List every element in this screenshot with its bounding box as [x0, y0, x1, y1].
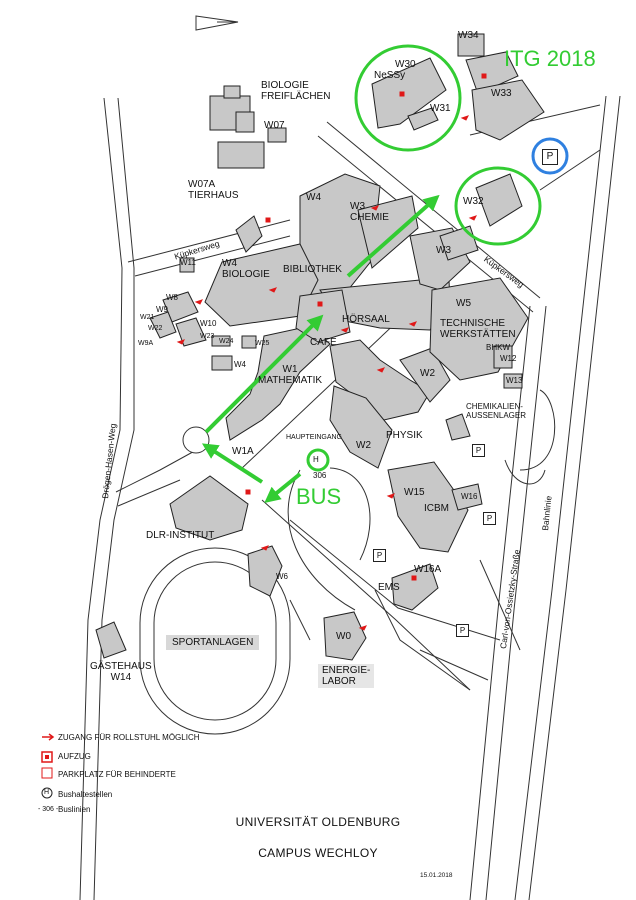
- itg-circle-w32: [454, 166, 542, 246]
- legend-bus-line-symbol: - 306 -: [38, 806, 59, 813]
- legend-icons: [41, 733, 55, 799]
- label-w16a: W16A: [414, 564, 442, 575]
- footer-date: 15.01.2018: [420, 872, 453, 879]
- label-technische-werkstaetten: TECHNISCHE WERKSTÄTTEN: [440, 318, 516, 340]
- label-w31: W31: [430, 103, 451, 114]
- legend-bus-stops: Bushaltestellen: [58, 790, 113, 799]
- legend-bus-stop-symbol: H: [44, 789, 50, 796]
- bus-stop-highlight: [306, 448, 330, 472]
- label-cafe: CAFE: [310, 337, 337, 348]
- itg-highlights: [306, 44, 542, 472]
- parking-icon-itg: P: [542, 149, 558, 165]
- footer-university: UNIVERSITÄT OLDENBURG: [235, 815, 401, 829]
- label-w32: W32: [463, 196, 484, 207]
- label-w6: W6: [276, 572, 288, 581]
- sports-track: [139, 547, 291, 735]
- label-w1a: W1A: [232, 446, 254, 457]
- label-w07: W07: [264, 120, 285, 131]
- label-w12: W12: [500, 354, 517, 363]
- label-chemikalienaussenlager: CHEMIKALIEN- AUSSENLAGER: [466, 402, 527, 420]
- label-icbm: ICBM: [424, 503, 449, 514]
- label-w4-biologie: W4 BIOLOGIE: [222, 258, 270, 280]
- label-w0: W0: [336, 631, 351, 642]
- parking-icon: P: [483, 512, 496, 525]
- label-w21: W21: [140, 314, 155, 321]
- label-w33: W33: [491, 88, 512, 99]
- buildings: [95, 33, 545, 661]
- label-bibliothek: BIBLIOTHEK: [283, 264, 342, 275]
- label-sportanlagen: SPORTANLAGEN: [166, 635, 260, 650]
- parking-icon: P: [373, 549, 386, 562]
- label-w2-right: W2: [420, 368, 435, 379]
- label-w30: W30: [395, 59, 416, 70]
- parking-icon: P: [456, 624, 469, 637]
- footer-campus: CAMPUS WECHLOY: [258, 846, 378, 860]
- label-w9a: W9A: [138, 340, 154, 347]
- label-nessy: NeSSy: [374, 70, 406, 81]
- wheelchair-access-icons: [176, 73, 487, 631]
- label-w13: W13: [506, 376, 523, 385]
- label-dlr-institut: DLR-INSTITUT: [146, 530, 215, 541]
- label-ems: EMS: [378, 582, 400, 593]
- parking-highlight: [531, 137, 569, 175]
- label-physik: PHYSIK: [386, 430, 423, 441]
- label-w9: W9: [156, 305, 168, 314]
- label-haupteingang: HAUPTEINGANG: [286, 434, 343, 441]
- route-arrows: [201, 194, 440, 504]
- legend-wheelchair-arrow-icon: [42, 733, 55, 741]
- label-w8: W8: [166, 293, 178, 302]
- label-w3-chemie: W3 CHEMIE: [350, 201, 389, 223]
- label-w5: W5: [456, 298, 471, 309]
- label-w25: W25: [255, 340, 270, 347]
- label-gaestehaus-w14: GÄSTEHAUS W14: [90, 661, 152, 683]
- label-w11: W11: [180, 258, 196, 267]
- label-w07a-tierhaus: W07A TIERHAUS: [188, 179, 239, 201]
- bus-stop-icon: H: [313, 455, 319, 464]
- legend-disabled-parking-icon: [41, 767, 53, 779]
- north-arrow-icon: [195, 15, 239, 31]
- label-w16: W16: [461, 492, 478, 501]
- label-bhkw: BHKW: [486, 343, 510, 352]
- parking-icon: P: [472, 444, 485, 457]
- label-w2-bottom: W2: [356, 440, 371, 451]
- label-w3-right: W3: [436, 245, 451, 256]
- label-w1-mathematik: W1 MATHEMATIK: [258, 364, 323, 386]
- label-w22: W22: [148, 325, 163, 332]
- annotation-bus: BUS: [296, 484, 342, 509]
- label-w10: W10: [200, 319, 217, 328]
- label-w34: W34: [458, 30, 479, 41]
- label-w23: W23: [200, 333, 215, 340]
- label-w4-small: W4: [234, 360, 246, 369]
- legend-wheelchair-access: ZUGANG FÜR ROLLSTUHL MÖGLICH: [58, 733, 200, 742]
- legend-elevator: AUFZUG: [58, 752, 91, 761]
- label-hoersaal: HÖRSAAL: [342, 314, 390, 325]
- label-biologie-freiflaechen: BIOLOGIE FREIFLÄCHEN: [261, 80, 331, 102]
- label-w4-top: W4: [306, 192, 321, 203]
- legend-bus-lines: Buslinien: [58, 805, 91, 814]
- annotation-itg-2018: ITG 2018: [504, 46, 596, 71]
- itg-circle-w30-w31: [354, 44, 462, 152]
- bus-line-306: 306: [313, 471, 327, 480]
- legend-disabled-parking: PARKPLATZ FÜR BEHINDERTE: [58, 770, 176, 779]
- legend-bus-stop-icon: [41, 787, 53, 799]
- label-w15: W15: [404, 487, 425, 498]
- label-w24: W24: [219, 338, 234, 345]
- label-energielabor: ENERGIE- LABOR: [318, 664, 375, 688]
